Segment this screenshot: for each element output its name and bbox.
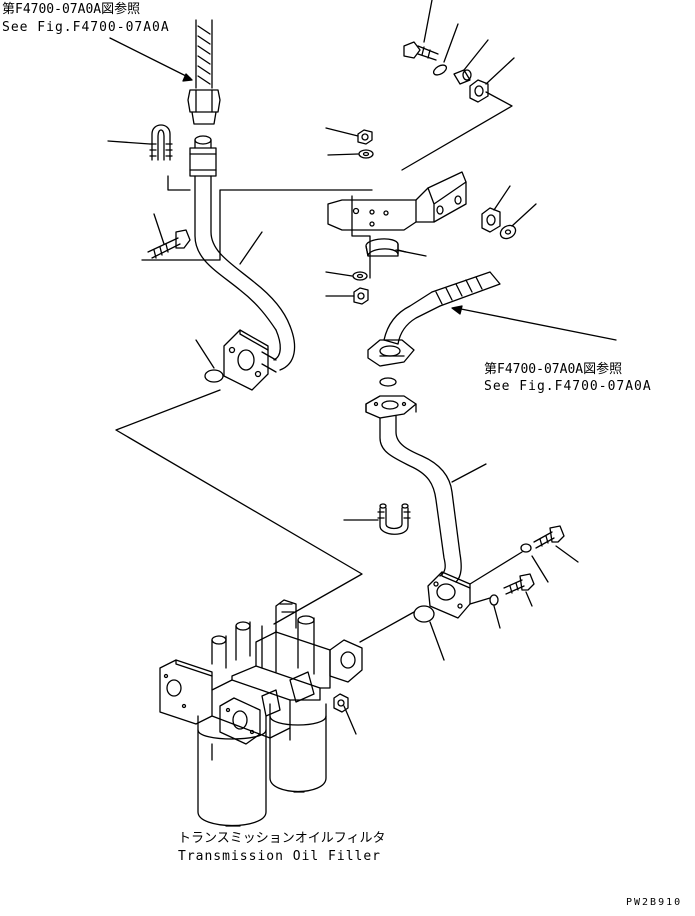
washer-top-right — [432, 64, 448, 76]
ref-top-jp: 第F4700-07A0A図参照 — [2, 2, 141, 17]
leader-nut-bracket-right — [493, 185, 511, 211]
o-ring-right — [413, 605, 435, 623]
u-bolt-left — [149, 124, 173, 161]
o-ring-left — [204, 369, 224, 383]
nut-center-lower — [353, 287, 369, 305]
washer-right-upper — [520, 543, 532, 553]
washer-bracket-right — [499, 224, 517, 240]
flange-lower-right — [427, 571, 471, 619]
flange-upper-right — [367, 339, 415, 367]
ref-leader-top — [109, 37, 191, 79]
leader-nut-top-right — [485, 57, 515, 85]
filter-caption-jp: トランスミッションオイルフィルタ — [178, 831, 386, 846]
flange-left — [223, 329, 269, 391]
washer-small-upper — [358, 149, 374, 159]
leader-bracket-stud — [351, 195, 371, 279]
leader-bracket-left — [141, 189, 373, 261]
leader-pipe-left — [239, 231, 263, 265]
leader-center-pipe — [451, 463, 487, 483]
leader-washer-right-upper — [469, 551, 549, 585]
upper-hose — [195, 19, 213, 89]
bolt-right-lower — [503, 573, 535, 595]
leader-washer-bracket-right — [511, 203, 537, 227]
arrow-head-right — [451, 305, 463, 315]
leader-o-ring-left — [195, 339, 215, 369]
left-pipe — [189, 135, 296, 373]
collar-top-right — [453, 69, 472, 85]
washer-center-lower — [352, 271, 368, 281]
leader-filter-nut — [343, 705, 357, 735]
washer-right-lower — [489, 594, 499, 606]
bolt-right-upper — [533, 525, 565, 549]
leader-collar — [463, 39, 489, 71]
leader-washer-small-upper — [327, 153, 359, 156]
center-pipe — [379, 415, 462, 583]
leader-bolt-right-upper — [555, 545, 579, 563]
filter-caption-en: Transmission Oil Filler — [178, 849, 382, 864]
ref-leader-right — [455, 307, 617, 341]
leader-u-bolt — [107, 140, 151, 145]
ref-top-en: See Fig.F4700-07A0A — [2, 20, 170, 35]
leader-bolt-left — [153, 213, 165, 245]
leader-bolt-right-lower — [525, 591, 533, 607]
transmission-oil-filter — [159, 599, 363, 827]
leader-nut-small-upper — [325, 127, 359, 137]
leader-to-filter — [115, 389, 363, 625]
ref-right-jp: 第F4700-07A0A図参照 — [484, 362, 623, 377]
leader-washer-center-lower — [325, 271, 353, 277]
drawing-code: PW2B910 — [626, 897, 683, 908]
leader-bracket-upper — [401, 91, 513, 171]
leader-u-clamp-center — [395, 249, 427, 257]
right-hose — [383, 271, 501, 345]
flange-lower-center — [365, 395, 417, 419]
leader-washer-top-right — [443, 23, 459, 63]
arrow-head-top — [182, 73, 193, 82]
o-ring-center — [379, 377, 397, 387]
bolt-left — [147, 229, 191, 259]
mounting-bracket — [327, 171, 467, 231]
u-bolt-center — [377, 503, 411, 535]
nut-top-right — [469, 79, 489, 103]
leader-clamp — [167, 175, 191, 191]
nut-small-upper — [357, 129, 373, 145]
leader-o-ring-right — [429, 621, 445, 661]
bolt-top-right — [403, 41, 439, 61]
leader-o-ring-to-filter — [359, 611, 415, 643]
u-clamp-center — [365, 238, 407, 257]
nut-bracket-right — [481, 207, 501, 233]
leader-washer-right-lower — [469, 597, 501, 629]
hose-fitting-nut — [187, 89, 221, 125]
leader-bolt-top-right — [423, 0, 433, 43]
ref-right-en: See Fig.F4700-07A0A — [484, 379, 652, 394]
